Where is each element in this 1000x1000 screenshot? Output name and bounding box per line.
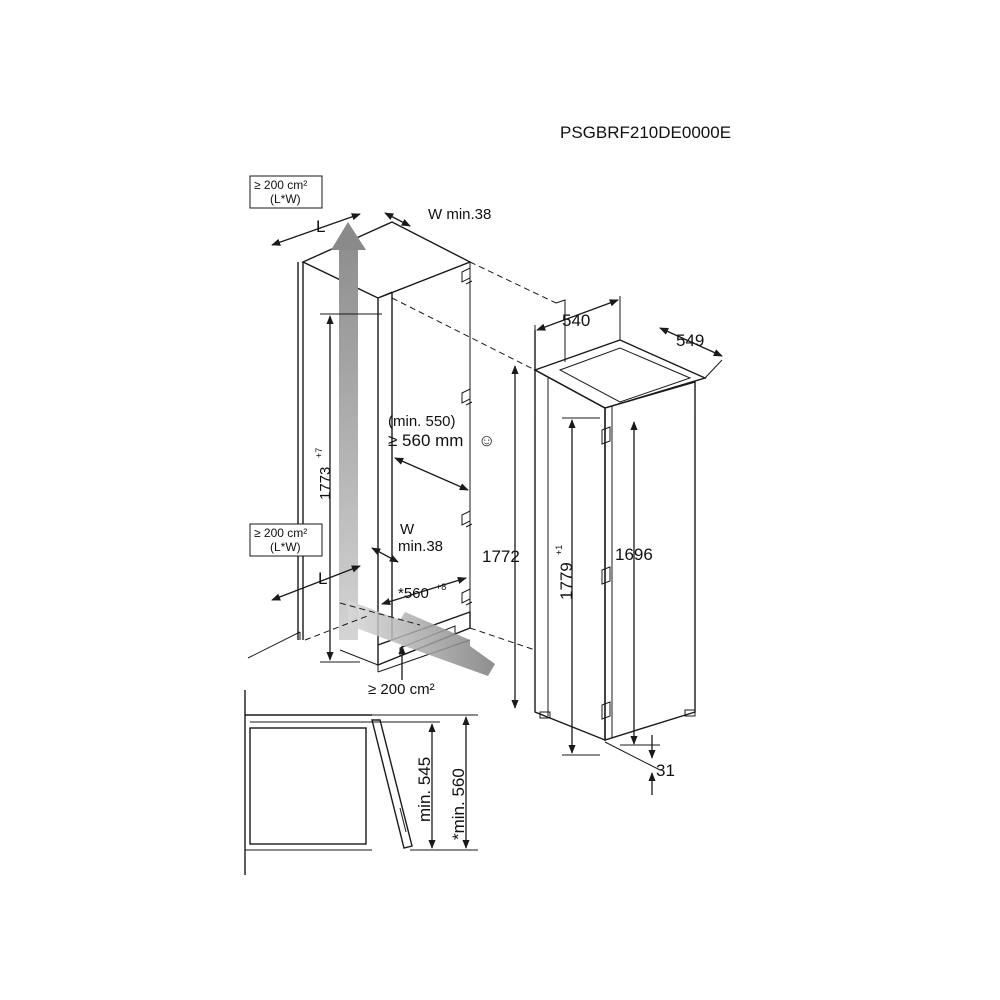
svg-text:L: L — [318, 569, 327, 588]
svg-text:+7: +7 — [314, 448, 324, 458]
vent-mid-label: ≥ 200 cm² (L*W) W min.38 L — [249, 521, 443, 601]
svg-text:1772: 1772 — [482, 547, 520, 566]
svg-text:≥ 200 cm²: ≥ 200 cm² — [368, 681, 435, 698]
svg-text:≥ 200 cm²: ≥ 200 cm² — [254, 178, 307, 192]
svg-text:+8: +8 — [436, 582, 446, 592]
hinge-marks — [461, 267, 473, 606]
vent-top-label: ≥ 200 cm² (L*W) — [249, 175, 323, 209]
svg-text:W: W — [400, 521, 415, 538]
niche-width-dim: *560 +8 — [381, 576, 467, 606]
unit-depth-dim: 549 — [659, 327, 723, 379]
door-height-dim: 1696 — [615, 421, 653, 745]
svg-text:≥ 560 mm: ≥ 560 mm — [388, 431, 463, 450]
svg-text:1696: 1696 — [615, 545, 653, 564]
unit-width-dim: 540 — [534, 296, 621, 370]
svg-text:(min. 550): (min. 550) — [388, 413, 456, 430]
unit-height-dim: 1779 +1 — [554, 417, 600, 756]
svg-text:1779: 1779 — [557, 562, 576, 600]
appliance-unit — [533, 299, 708, 742]
svg-text:540: 540 — [562, 311, 590, 330]
svg-text:☺: ☺ — [478, 431, 495, 450]
svg-text:*min. 560: *min. 560 — [449, 768, 468, 840]
model-code: PSGBRF210DE0000E — [560, 123, 731, 142]
svg-text:(L*W): (L*W) — [270, 192, 301, 206]
svg-text:(L*W): (L*W) — [270, 540, 301, 554]
detail-door-clearance: min. 545 *min. 560 — [244, 690, 478, 875]
svg-text:*560: *560 — [398, 585, 429, 602]
vent-bottom-label: ≥ 200 cm² — [368, 645, 435, 698]
top-L-label: L — [316, 217, 325, 236]
svg-text:+1: +1 — [554, 545, 564, 555]
bottom-gap-dim: 31 — [604, 735, 675, 795]
svg-text:549: 549 — [676, 331, 704, 350]
top-W-label: W min.38 — [428, 206, 491, 223]
svg-text:≥ 200 cm²: ≥ 200 cm² — [254, 526, 307, 540]
niche-height-dim: 1773 +7 — [314, 313, 382, 663]
depth-dim: (min. 550) ≥ 560 mm ☺ — [388, 413, 495, 491]
svg-text:1773: 1773 — [317, 467, 334, 500]
svg-text:31: 31 — [656, 761, 675, 780]
niche-height-2-dim: 1772 — [482, 365, 520, 709]
svg-text:min. 545: min. 545 — [415, 757, 434, 822]
svg-text:min.38: min.38 — [398, 538, 443, 555]
